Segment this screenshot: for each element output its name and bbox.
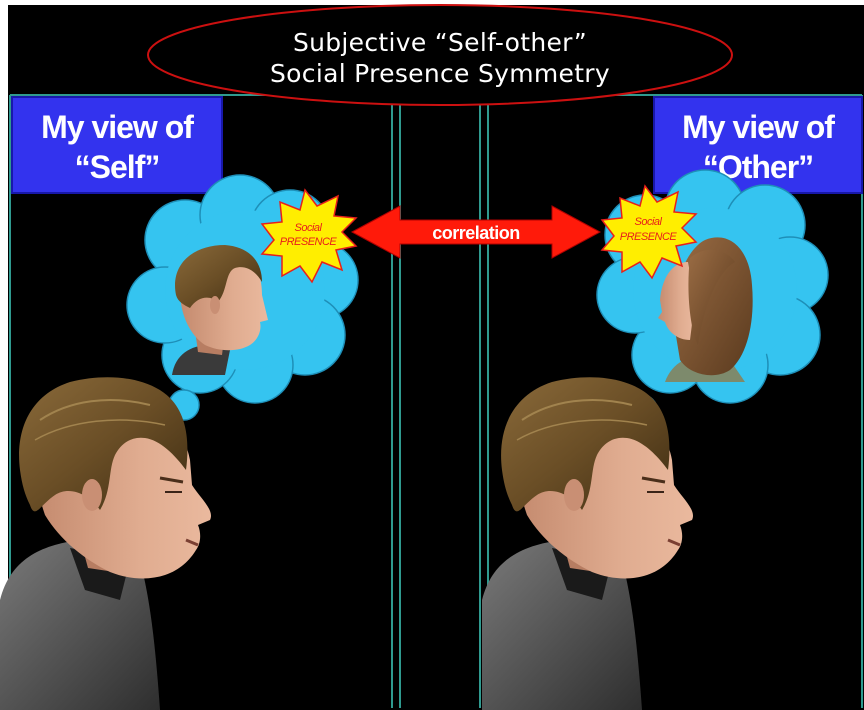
correlation-label: correlation bbox=[432, 223, 520, 243]
title-line-1: Subjective “Self-other” bbox=[293, 28, 587, 57]
right-label-line-1: My view of bbox=[682, 109, 835, 145]
left-label-line-1: My view of bbox=[41, 109, 194, 145]
double-arrow-icon: correlation bbox=[350, 205, 602, 259]
title-line-2: Social Presence Symmetry bbox=[270, 59, 610, 88]
head-icon bbox=[658, 237, 753, 382]
head-icon bbox=[172, 245, 268, 375]
left-burst-line-1: Social bbox=[295, 222, 323, 234]
star-burst-icon: Social PRESENCE bbox=[600, 184, 698, 280]
title-oval: Subjective “Self-other” Social Presence … bbox=[147, 4, 733, 106]
right-label-box: My view of “Other” bbox=[653, 96, 863, 194]
right-burst-line-2: PRESENCE bbox=[620, 231, 678, 243]
right-burst-line-1: Social bbox=[635, 216, 663, 228]
left-burst-line-2: PRESENCE bbox=[280, 236, 338, 248]
left-label-box: My view of “Self” bbox=[11, 96, 223, 194]
left-label-line-2: “Self” bbox=[75, 149, 160, 185]
star-burst-icon: Social PRESENCE bbox=[260, 188, 358, 284]
